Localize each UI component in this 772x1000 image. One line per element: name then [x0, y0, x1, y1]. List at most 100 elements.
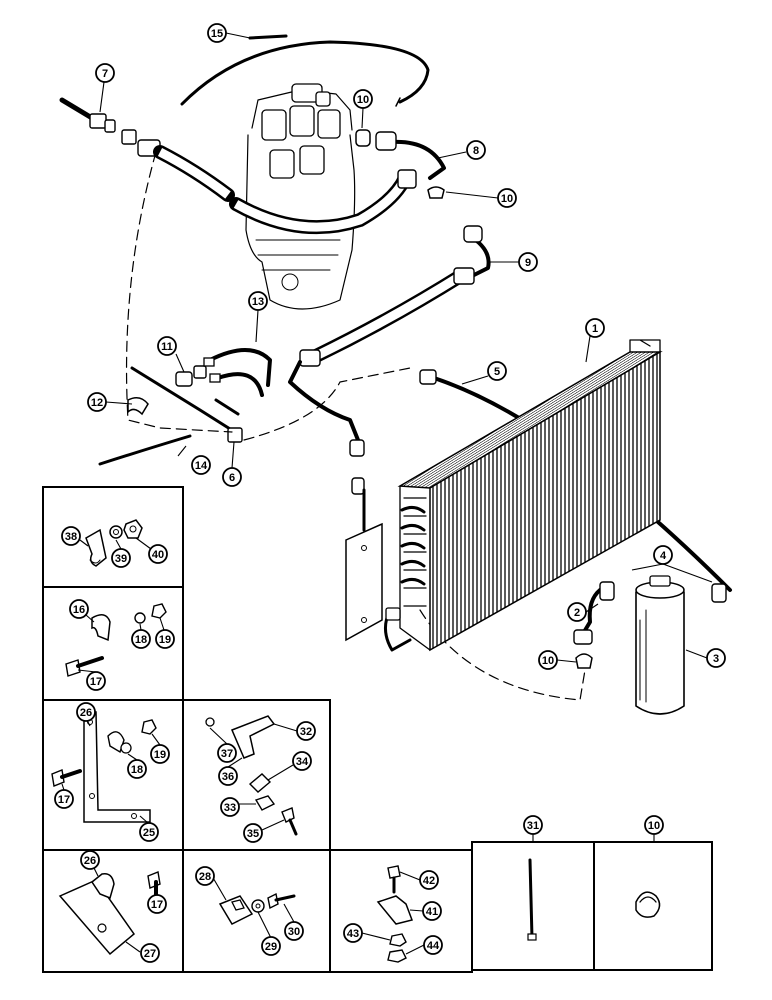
svg-text:7: 7	[102, 68, 108, 80]
hose-8	[375, 131, 446, 189]
callout-9: 9	[518, 252, 538, 272]
callout-30: 30	[284, 921, 304, 941]
callout-41: 41	[422, 901, 442, 921]
svg-text:43: 43	[347, 928, 359, 940]
svg-text:5: 5	[494, 366, 500, 378]
callout-26: 26	[80, 850, 100, 870]
leader-lines	[61, 32, 713, 955]
svg-text:8: 8	[473, 145, 479, 157]
svg-text:35: 35	[247, 828, 259, 840]
callout-16: 16	[69, 599, 89, 619]
svg-text:41: 41	[426, 906, 438, 918]
pipe-to-evaporator	[288, 360, 365, 495]
cap-10-middle	[427, 186, 445, 199]
compressor	[245, 83, 356, 310]
detail-box-26-27	[42, 849, 184, 973]
callout-10: 10	[538, 650, 558, 670]
switch-11	[175, 365, 207, 387]
svg-text:40: 40	[152, 549, 164, 561]
callout-34: 34	[292, 751, 312, 771]
callout-11: 11	[157, 336, 177, 356]
callout-17: 17	[147, 894, 167, 914]
detail-box-31	[471, 841, 595, 971]
callout-10: 10	[644, 815, 664, 835]
svg-text:30: 30	[288, 926, 300, 938]
svg-text:10: 10	[501, 193, 513, 205]
callout-39: 39	[111, 548, 131, 568]
detail-box-41-44	[329, 849, 473, 973]
callout-25: 25	[139, 822, 159, 842]
wire-14	[98, 434, 192, 466]
svg-text:19: 19	[159, 634, 171, 646]
svg-text:25: 25	[143, 827, 155, 839]
callout-19: 19	[150, 744, 170, 764]
hose-long-upper	[180, 40, 430, 107]
callout-5: 5	[487, 361, 507, 381]
callout-18: 18	[127, 759, 147, 779]
svg-text:26: 26	[80, 707, 92, 719]
callout-40: 40	[148, 544, 168, 564]
svg-text:19: 19	[154, 749, 166, 761]
callout-10: 10	[353, 89, 373, 109]
callout-32: 32	[296, 721, 316, 741]
callout-26: 26	[76, 702, 96, 722]
line-2	[573, 581, 615, 645]
callout-28: 28	[195, 866, 215, 886]
evaporator-core	[345, 339, 663, 652]
svg-text:14: 14	[195, 460, 208, 472]
callout-8: 8	[466, 140, 486, 160]
detail-box-10	[593, 841, 713, 971]
callout-4: 4	[653, 545, 673, 565]
cap-10-upper	[355, 129, 371, 147]
callout-19: 19	[155, 629, 175, 649]
callout-18: 18	[131, 629, 151, 649]
hose-main	[153, 145, 412, 235]
svg-text:28: 28	[199, 871, 211, 883]
callout-17: 17	[54, 789, 74, 809]
svg-text:33: 33	[224, 802, 236, 814]
svg-text:36: 36	[222, 771, 234, 783]
svg-text:10: 10	[542, 655, 554, 667]
svg-text:37: 37	[221, 748, 233, 760]
svg-text:17: 17	[151, 899, 163, 911]
callout-14: 14	[191, 455, 211, 475]
hose-15	[248, 34, 288, 40]
svg-text:26: 26	[84, 855, 96, 867]
cap-10-lower	[575, 653, 593, 669]
callout-33: 33	[220, 797, 240, 817]
callout-12: 12	[87, 392, 107, 412]
svg-text:18: 18	[131, 764, 143, 776]
callout-10: 10	[497, 188, 517, 208]
callout-15: 15	[207, 23, 227, 43]
wires-13	[203, 348, 272, 416]
callout-27: 27	[140, 943, 160, 963]
svg-text:15: 15	[211, 28, 223, 40]
fitting-7	[59, 97, 161, 157]
svg-text:18: 18	[135, 634, 147, 646]
svg-text:32: 32	[300, 726, 312, 738]
svg-text:31: 31	[527, 820, 539, 832]
svg-text:17: 17	[58, 794, 70, 806]
svg-text:42: 42	[423, 875, 435, 887]
callout-13: 13	[248, 291, 268, 311]
callout-17: 17	[86, 671, 106, 691]
svg-text:9: 9	[525, 257, 531, 269]
svg-text:16: 16	[73, 604, 85, 616]
callout-6: 6	[222, 467, 242, 487]
svg-text:39: 39	[115, 553, 127, 565]
svg-text:4: 4	[660, 550, 667, 562]
callout-36: 36	[218, 766, 238, 786]
svg-text:2: 2	[574, 607, 580, 619]
callout-35: 35	[243, 823, 263, 843]
callout-3: 3	[706, 648, 726, 668]
svg-text:17: 17	[90, 676, 102, 688]
callout-43: 43	[343, 923, 363, 943]
svg-text:6: 6	[229, 472, 235, 484]
detail-box-25-26	[42, 699, 184, 851]
hose-9	[299, 225, 491, 367]
svg-text:12: 12	[91, 397, 103, 409]
callout-2: 2	[567, 602, 587, 622]
svg-text:27: 27	[144, 948, 156, 960]
svg-text:34: 34	[296, 756, 309, 768]
